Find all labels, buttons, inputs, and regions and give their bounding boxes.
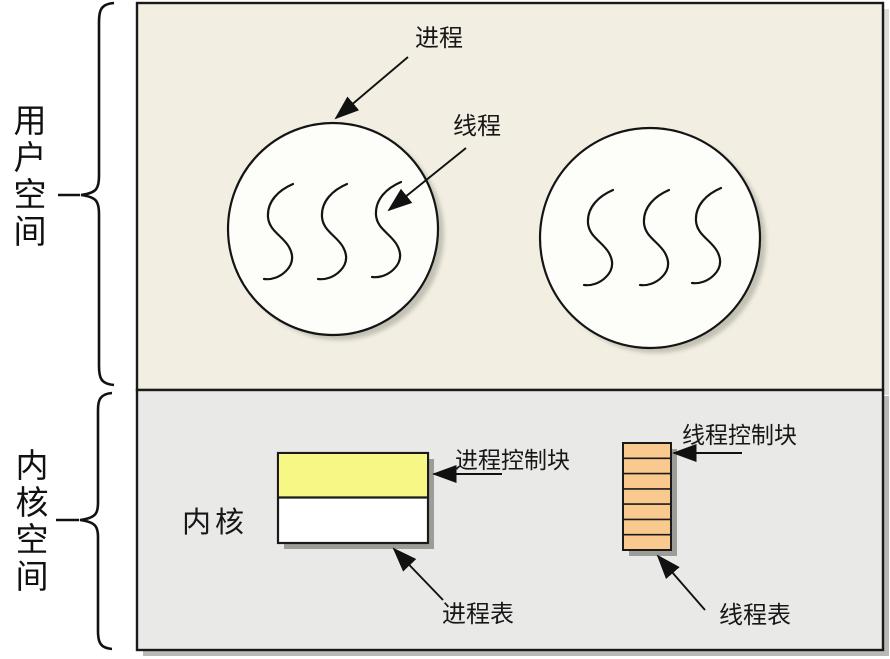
process-control-block-label: 进程控制块 [455, 447, 570, 473]
process-arrow [334, 56, 409, 120]
process-control-block-box [279, 454, 427, 497]
process-table-label: 进程表 [442, 601, 514, 628]
kernel-space-brace [79, 391, 113, 651]
thread-label: 线程 [453, 113, 501, 140]
kernel-space-label: 内核空间 [15, 447, 49, 595]
user-space-brace [80, 1, 115, 387]
kernel-label: 内核 [182, 507, 249, 539]
kernel-space-region [135, 388, 885, 652]
thread-table-rows [623, 457, 671, 536]
thread-arrow [387, 147, 467, 212]
thread-table-arrow [656, 554, 706, 611]
process-label: 进程 [415, 25, 463, 52]
process-circle-left [226, 121, 440, 337]
thread-table-label: 线程表 [719, 602, 791, 629]
thread-table-box [622, 442, 672, 551]
process-table-arrow [392, 547, 444, 601]
process-circle-right [538, 126, 762, 350]
thread-control-block-label: 线程控制块 [682, 422, 797, 448]
user-space-label: 用户空间 [13, 102, 47, 250]
